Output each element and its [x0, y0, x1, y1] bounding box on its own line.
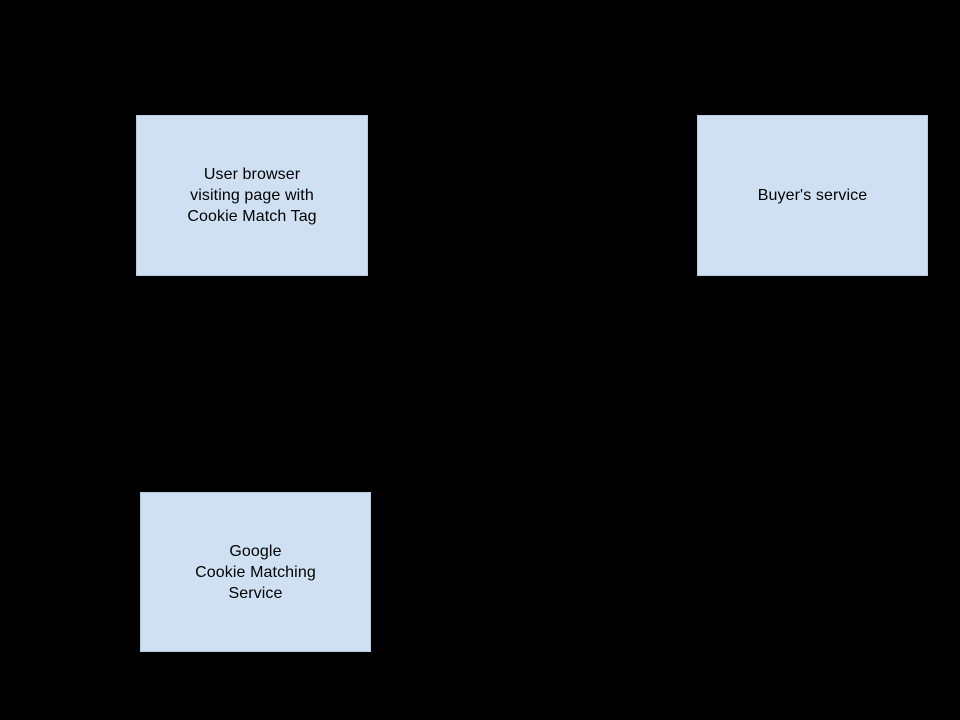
node-buyers-service-label: Buyer's service [757, 187, 868, 204]
node-google-cookie-matching-service-label: Google Cookie Matching Service [195, 542, 316, 602]
node-google-cookie-matching-service[interactable]: Google Cookie Matching Service [140, 492, 371, 652]
node-user-browser[interactable]: User browser visiting page with Cookie M… [136, 115, 368, 276]
node-user-browser-label: User browser visiting page with Cookie M… [187, 166, 317, 225]
node-buyers-service[interactable]: Buyer's service [697, 115, 928, 276]
